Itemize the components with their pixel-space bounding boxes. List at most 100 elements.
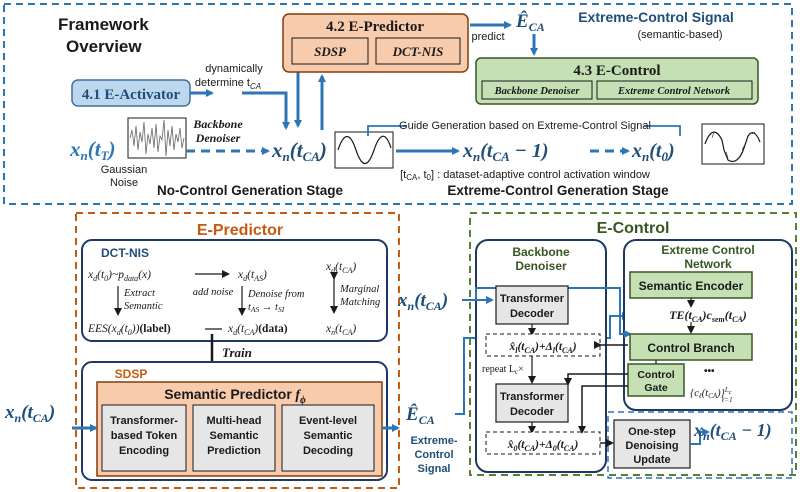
ecn-overview-box <box>596 80 753 100</box>
ecn-title-2: Network <box>684 257 732 271</box>
t0-output-plot <box>701 123 765 165</box>
transformer-decoder-1 <box>495 285 569 325</box>
dynamic-label-2: determine tCA <box>195 77 261 91</box>
semantic-based-label: (semantic-based) <box>638 29 723 41</box>
token-encoding-module <box>101 404 187 472</box>
one-step-update-container <box>607 411 793 479</box>
train-label: Train <box>222 345 252 360</box>
xd-tca-data: xd(tCA)(data) <box>227 323 288 337</box>
extreme-signal-l1: Extreme- <box>410 435 457 447</box>
multihead-l3: Prediction <box>207 445 261 457</box>
gaussian-label-2: Noise <box>110 177 138 189</box>
e-activator-label: 4.1 E-Activator <box>82 87 181 103</box>
denoise-label-2: tAS → tSI <box>248 302 285 314</box>
one-step-l2: Denoising <box>625 440 678 452</box>
e-ca-hat-top: ÊCA <box>515 10 545 34</box>
multihead-l1: Multi-head <box>207 415 262 427</box>
add-noise-label: add noise <box>193 287 234 298</box>
dct-nis-box <box>81 239 388 342</box>
ecn-title-1: Extreme Control <box>661 243 754 257</box>
x-n-t-CA-left-input: xn(tCA) <box>4 402 55 425</box>
transformer-decoder-1-l2: Decoder <box>510 308 555 320</box>
transformer-decoder-1-l1: Transformer <box>500 293 565 305</box>
xd-tas: xd(tAS) <box>237 269 267 283</box>
overview-title-line2: Overview <box>66 37 142 56</box>
backbone-denoiser-title-1: Backbone <box>512 245 570 259</box>
e-predictor-panel <box>75 212 400 489</box>
backbone-denoiser-title-2: Denoiser <box>515 259 567 273</box>
xd-t0-sampling: xd(t0)~pdata(x) <box>87 269 151 283</box>
extract-label-2: Semantic <box>124 301 163 312</box>
multihead-prediction-module <box>192 404 276 472</box>
e-control-panel <box>469 212 797 476</box>
one-step-update-box <box>613 419 691 469</box>
repeat-label: repeat Lc× <box>482 364 524 376</box>
e-control-title: E-Control <box>597 220 670 237</box>
extract-label-1: Extract <box>123 288 156 299</box>
dct-nis-overview-label: DCT-NIS <box>392 44 444 59</box>
one-step-l3: Update <box>633 454 670 466</box>
denoise-label-1: Denoise from <box>247 289 305 300</box>
transformer-decoder-2-l1: Transformer <box>500 391 565 403</box>
token-encoding-l1: Transformer- <box>110 415 178 427</box>
backbone-denoiser-overview-box <box>481 80 593 100</box>
transformer-decoder-2-l2: Decoder <box>510 406 555 418</box>
event-decoding-l2: Semantic <box>304 430 353 442</box>
x-n-t-CA-top: xn(tCA) <box>271 138 327 164</box>
x-n-t-CA-minus-1-top: xn(tCA − 1) <box>462 140 549 164</box>
control-branch-label: Control Branch <box>647 341 734 355</box>
overview-panel <box>3 3 793 205</box>
token-encoding-l2: based Token <box>111 430 178 442</box>
control-gate-l2: Gate <box>644 382 668 394</box>
ecn-overview-label: Extreme Control Network <box>617 86 731 97</box>
gaussian-label-1: Gaussian <box>101 164 147 176</box>
dynamic-label-1: dynamically <box>205 63 263 75</box>
ees-label: EES(xd(t0))(label) <box>87 323 171 337</box>
event-decoding-l1: Event-level <box>299 415 357 427</box>
hidden-state-l-box <box>485 333 601 357</box>
event-decoding-module <box>281 404 375 472</box>
hidden-state-0: x̂0(tCA)+Δ0(tCA) <box>507 439 579 453</box>
x-n-t-T: xn(tT) <box>69 137 116 163</box>
hidden-state-0-box <box>485 431 601 455</box>
tca-sine-plot <box>334 131 394 169</box>
semantic-encoder-box <box>629 271 753 299</box>
extreme-signal-l3: Signal <box>417 463 450 475</box>
sdsp-overview-label: SDSP <box>314 44 347 59</box>
event-decoding-l3: Decoding <box>303 445 353 457</box>
control-branch-box <box>629 333 753 361</box>
guide-generation-label: Guide Generation based on Extreme-Contro… <box>399 120 651 132</box>
dct-nis-overview-box <box>375 37 461 65</box>
e-control-overview-title: 4.3 E-Control <box>573 63 660 79</box>
marginal-label-1: Marginal <box>339 284 379 295</box>
extreme-control-stage-label: Extreme-Control Generation Stage <box>447 183 669 198</box>
control-gate-l1: Control <box>637 369 674 381</box>
one-step-l1: One-step <box>628 426 676 438</box>
dct-nis-title: DCT-NIS <box>101 246 149 260</box>
e-predictor-title: E-Predictor <box>197 222 283 239</box>
sdsp-overview-box <box>291 37 369 65</box>
semantic-predictor-title: Semantic Predictor fϕ <box>164 386 306 406</box>
marginal-label-2: Matching <box>339 297 380 308</box>
window-label: [tCA, t0] : dataset-adaptive control act… <box>400 169 650 182</box>
backbone-denoiser-overview-label: Backbone Denoiser <box>494 86 581 97</box>
no-control-stage-label: No-Control Generation Stage <box>157 183 343 198</box>
transformer-decoder-2 <box>495 383 569 423</box>
xd-tca: xd(tCA) <box>325 261 356 275</box>
semantic-encoder-label: Semantic Encoder <box>639 279 744 293</box>
sdsp-title: SDSP <box>115 367 148 381</box>
backbone-denoiser-label-2: Denoiser <box>195 131 241 145</box>
e-predictor-overview-title: 4.2 E-Predictor <box>326 19 424 35</box>
xn-tca-dct: xn(tCA) <box>325 323 356 337</box>
x-n-t-CA-minus-1-output: xn(tCA − 1) <box>693 420 772 443</box>
dots-label: ••• <box>704 366 715 377</box>
multihead-l2: Semantic <box>210 430 259 442</box>
te-csem-label: TE(tCA)csem(tCA) <box>669 308 747 324</box>
predict-label: predict <box>471 31 504 43</box>
x-n-t-CA-econtrol-input: xn(tCA) <box>397 290 448 313</box>
token-encoding-l3: Encoding <box>119 445 169 457</box>
backbone-denoiser-label-1: Backbone <box>192 117 243 131</box>
overview-title-line1: Framework <box>58 15 149 34</box>
